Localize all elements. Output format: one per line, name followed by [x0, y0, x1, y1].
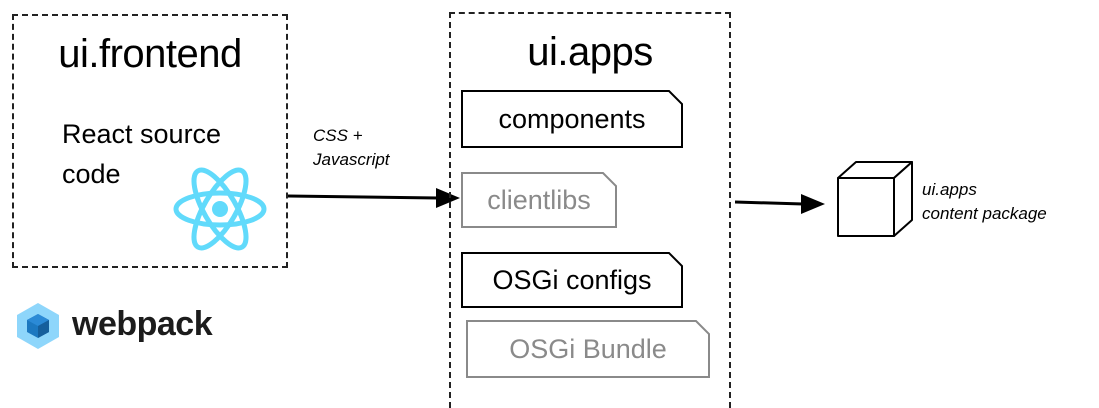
package-line2: content package: [922, 204, 1047, 223]
react-source-line1: React source: [62, 119, 222, 149]
content-package-label: ui.apps content package: [922, 178, 1047, 226]
components-label: components: [498, 103, 646, 134]
osgi-bundle-label: OSGi Bundle: [509, 333, 667, 364]
react-source-line2: code: [62, 159, 121, 189]
webpack-label: webpack: [72, 305, 213, 343]
components-folder: components: [461, 90, 683, 148]
react-source-label: React source code: [62, 114, 262, 194]
ui-apps-box: ui.apps: [449, 12, 731, 408]
osgi-configs-label: OSGi configs: [492, 264, 652, 295]
ui-frontend-box: ui.frontend React source code: [12, 14, 288, 268]
arrow-frontend-to-clientlibs: [288, 188, 460, 208]
react-icon: [173, 167, 267, 251]
ui-apps-title: ui.apps: [527, 30, 653, 74]
javascript-label: Javascript: [313, 150, 390, 169]
webpack-icon: [17, 303, 59, 349]
clientlibs-label: clientlibs: [487, 184, 591, 215]
arrow-apps-to-package: [735, 194, 825, 214]
css-label: CSS +: [313, 126, 363, 145]
css-javascript-label: CSS + Javascript: [313, 124, 390, 172]
ui-frontend-title: ui.frontend: [58, 32, 242, 76]
osgi-bundle-folder: OSGi Bundle: [466, 320, 710, 378]
osgi-configs-folder: OSGi configs: [461, 252, 683, 308]
package-line1: ui.apps: [922, 180, 977, 199]
package-cube-icon: [837, 161, 913, 237]
clientlibs-folder: clientlibs: [461, 172, 617, 228]
